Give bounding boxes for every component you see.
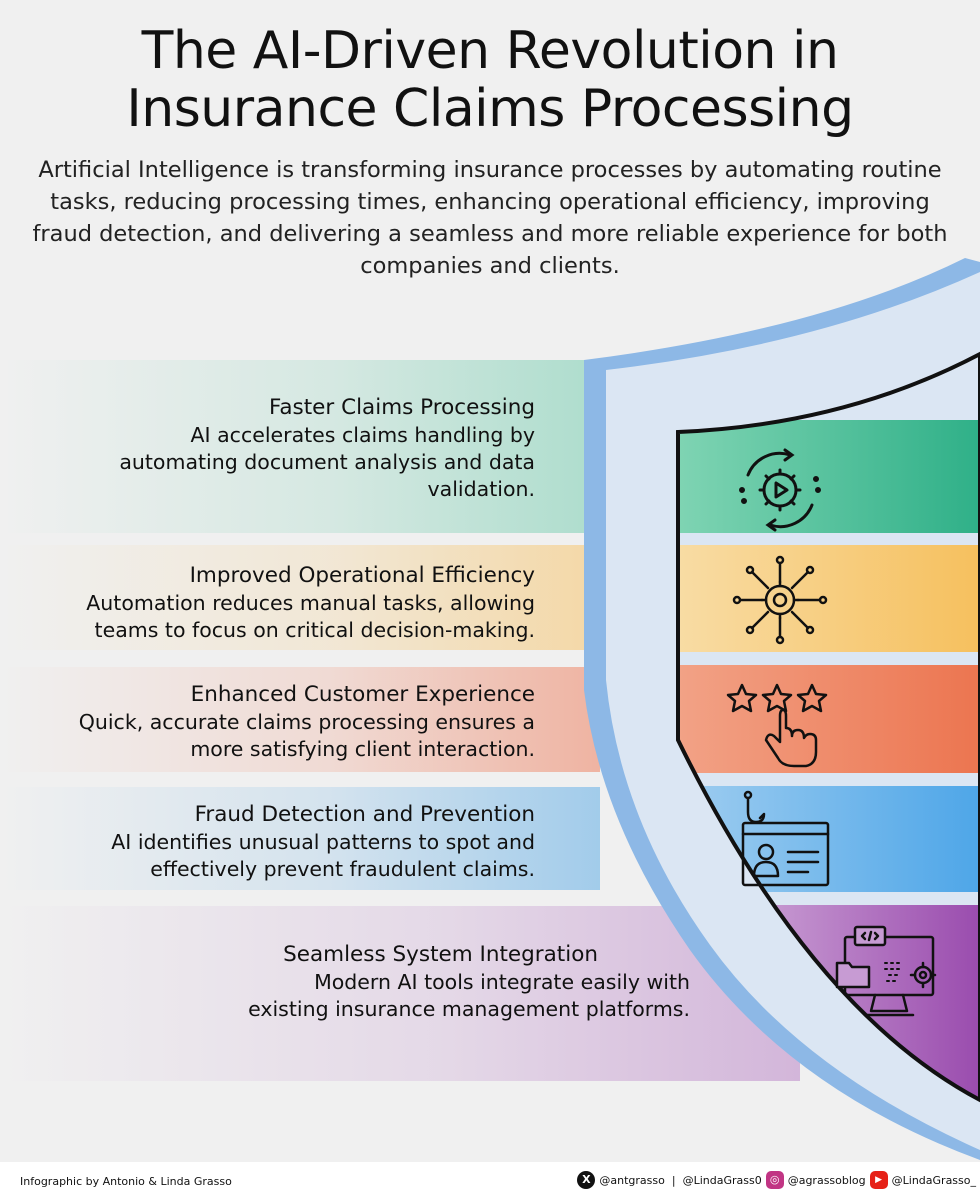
- instagram-logo-icon: ◎: [765, 1171, 784, 1189]
- section-fraud-detection: Fraud Detection and Prevention AI identi…: [20, 800, 535, 883]
- section-description: Modern AI tools integrate easily with ex…: [248, 970, 690, 1021]
- instagram-handle[interactable]: @agrassoblog: [787, 1173, 866, 1187]
- phishing-id-card-icon: [741, 790, 830, 887]
- x-handle-2[interactable]: @LindaGrass0: [682, 1173, 762, 1187]
- section-description: AI accelerates claims handling by automa…: [119, 423, 535, 501]
- x-logo-icon: X: [577, 1171, 596, 1189]
- band-orange: [0, 545, 600, 650]
- section-operational-efficiency: Improved Operational Efficiency Automati…: [20, 561, 535, 644]
- band-green: [0, 360, 600, 533]
- footer-credit: Infographic by Antonio & Linda Grasso: [20, 1175, 232, 1188]
- section-title: Seamless System Integration: [283, 942, 598, 967]
- band-purple: [0, 906, 800, 1081]
- x-handle[interactable]: @antgrasso: [599, 1173, 665, 1187]
- section-title: Fraud Detection and Prevention: [194, 802, 535, 827]
- footer-separator: |: [671, 1173, 676, 1187]
- star-rating-hand-icon: [726, 683, 828, 768]
- band-red: [0, 667, 600, 772]
- section-title: Faster Claims Processing: [268, 395, 535, 420]
- gear-play-cycle-icon: [739, 448, 821, 532]
- youtube-logo-icon: ▶: [869, 1171, 888, 1189]
- page-title: The AI-Driven Revolution in Insurance Cl…: [0, 22, 980, 138]
- section-title: Improved Operational Efficiency: [189, 563, 535, 588]
- section-faster-claims: Faster Claims Processing AI accelerates …: [20, 393, 535, 503]
- section-title: Enhanced Customer Experience: [190, 682, 535, 707]
- page-subtitle: Artificial Intelligence is transforming …: [32, 157, 948, 279]
- shield-outline: [676, 351, 980, 1103]
- section-customer-experience: Enhanced Customer Experience Quick, accu…: [20, 680, 535, 763]
- footer: Infographic by Antonio & Linda Grasso X …: [0, 1162, 980, 1200]
- band-blue: [0, 787, 600, 890]
- computer-code-integration-icon: [835, 925, 937, 1017]
- section-system-integration: Seamless System Integration Modern AI to…: [180, 940, 690, 1023]
- youtube-handle[interactable]: @LindaGrasso_: [891, 1173, 976, 1187]
- section-description: Quick, accurate claims processing ensure…: [78, 710, 535, 761]
- section-description: Automation reduces manual tasks, allowin…: [86, 591, 535, 642]
- title-line-1: The AI-Driven Revolution in: [141, 21, 839, 81]
- footer-socials: X @antgrasso | @LindaGrass0 ◎ @agrassobl…: [577, 1171, 976, 1189]
- section-description: AI identifies unusual patterns to spot a…: [111, 830, 535, 881]
- title-line-2: Insurance Claims Processing: [126, 79, 854, 139]
- gear-network-icon: [732, 555, 828, 645]
